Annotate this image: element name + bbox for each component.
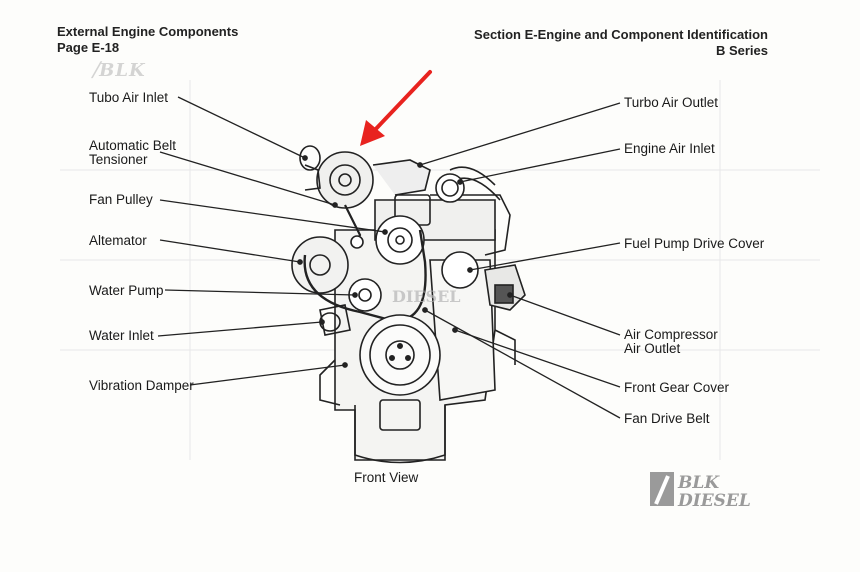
watermark-logo-bottom: BLK DIESEL	[650, 470, 780, 514]
leader-lines	[157, 96, 621, 419]
header-right: Section E-Engine and Component Identific…	[474, 27, 768, 59]
watermark-logo-top: ⧸BLK	[92, 60, 146, 81]
highlight-arrow	[360, 70, 432, 146]
view-caption: Front View	[354, 470, 419, 485]
label-belt-tensioner-line1: Automatic Belt	[89, 138, 177, 153]
label-air-compressor-line1: Air Compressor	[624, 327, 718, 342]
label-front-gear-cover: Front Gear Cover	[624, 380, 730, 395]
label-alternator: Altemator	[89, 233, 147, 248]
label-engine-air-inlet: Engine Air Inlet	[624, 141, 715, 156]
label-air-compressor-line2: Air Outlet	[624, 341, 681, 356]
label-water-pump: Water Pump	[89, 283, 164, 298]
series-name: B Series	[715, 43, 768, 58]
label-fan-drive-belt: Fan Drive Belt	[624, 411, 710, 426]
label-water-inlet: Water Inlet	[89, 328, 154, 343]
label-fan-pulley: Fan Pulley	[89, 192, 153, 207]
svg-text:DIESEL: DIESEL	[677, 491, 751, 510]
chapter-title: Section E-Engine and Component Identific…	[474, 27, 768, 42]
label-vibration-damper: Vibration Damper	[89, 378, 194, 393]
page-number: Page E-18	[57, 40, 120, 55]
label-turbo-air-outlet: Turbo Air Outlet	[624, 95, 719, 110]
section-title: External Engine Components	[57, 24, 239, 39]
blk-diesel-logo-icon: BLK DIESEL	[650, 472, 751, 511]
engine-illustration	[291, 145, 526, 464]
watermark-middle: DIESEL	[392, 287, 461, 306]
label-turbo-air-inlet: Tubo Air Inlet	[89, 90, 169, 105]
header-left: External Engine Components Page E-18	[57, 24, 238, 56]
label-belt-tensioner-line2: Tensioner	[89, 152, 148, 167]
svg-text:BLK: BLK	[677, 473, 720, 493]
label-fuel-pump-drive-cover: Fuel Pump Drive Cover	[624, 236, 765, 251]
